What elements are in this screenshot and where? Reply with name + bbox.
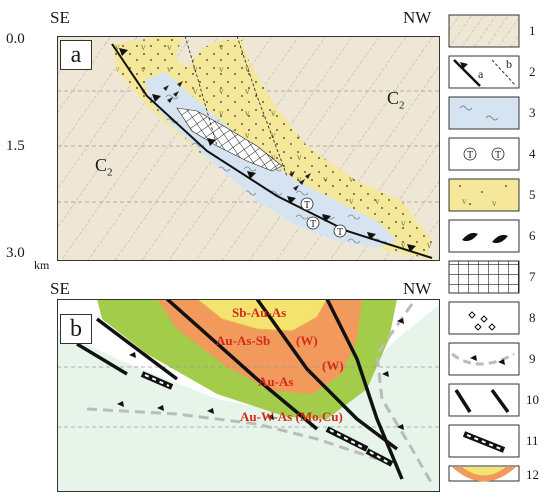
legend-swatches: a b T T v v — [448, 14, 520, 482]
legend-4-t2: T — [495, 150, 501, 161]
legend-swatch-2: a b — [448, 55, 520, 89]
legend-number-5: 5 — [529, 187, 536, 202]
legend-number-9: 9 — [529, 351, 536, 366]
panel-b-dir-right: NW — [403, 279, 432, 298]
panel-b-label: b — [60, 314, 92, 344]
svg-text:T: T — [337, 227, 343, 238]
svg-text:T: T — [304, 200, 310, 211]
panel-a-dir-right: NW — [403, 8, 432, 27]
legend-swatch-5: v v — [448, 178, 520, 212]
zone-label-w-1: (W) — [296, 333, 318, 348]
panel-a-frame — [57, 36, 440, 261]
unit-left-label: C2 — [95, 155, 113, 179]
zone-label-sb-au-as: Sb-Au-As — [232, 305, 287, 320]
panel-a-label: a — [60, 40, 92, 70]
grid-ore-body — [176, 107, 283, 172]
legend-2-b: b — [506, 57, 512, 71]
legend-swatch-8 — [448, 301, 520, 335]
panel-a-diagram: v T — [57, 36, 440, 261]
svg-text:v: v — [462, 196, 467, 206]
legend-number-3: 3 — [529, 105, 536, 120]
axis-tick-0: 0.0 — [6, 31, 25, 47]
legend-swatch-3 — [448, 96, 520, 130]
legend-number-12: 12 — [526, 467, 539, 482]
legend-number-11: 11 — [526, 433, 539, 448]
legend-swatch-12 — [448, 465, 520, 482]
blue-unit-body — [145, 72, 397, 248]
panel-a-dir-left: SE — [50, 8, 70, 27]
legend-2-a: a — [478, 67, 484, 81]
legend-number-7: 7 — [529, 269, 536, 284]
svg-text:T: T — [310, 219, 316, 230]
axis-unit: km — [34, 258, 50, 272]
zone-label-w-2: (W) — [322, 358, 344, 373]
yellow-core — [197, 299, 327, 331]
axis-tick-2: 3.0 — [6, 245, 25, 261]
zone-label-au-as-sb: Au-As-Sb — [216, 333, 271, 348]
legend-swatch-1 — [448, 14, 520, 48]
unit-right-label: C2 — [387, 88, 405, 112]
orange-zone — [157, 299, 362, 394]
svg-text:v: v — [492, 198, 497, 208]
thrust-fault-line — [111, 43, 433, 259]
legend-number-2: 2 — [529, 64, 536, 79]
t-symbols: T T T — [300, 197, 347, 238]
legend-number-8: 8 — [529, 310, 536, 325]
mint-zone — [57, 304, 440, 492]
legend-swatch-7 — [448, 260, 520, 294]
legend-number-1: 1 — [529, 23, 536, 38]
legend-swatch-4: T T — [448, 137, 520, 171]
legend-number-4: 4 — [529, 146, 536, 161]
legend-number-10: 10 — [526, 392, 539, 407]
zone-label-au-w-as: Au-W-As (Mo,Cu) — [240, 409, 343, 424]
unit-left-sub: 2 — [107, 166, 113, 179]
zone-label-au-as: Au-As — [258, 374, 294, 389]
legend-number-6: 6 — [529, 228, 536, 243]
axis-tick-1: 1.5 — [6, 138, 25, 154]
unit-right-sub: 2 — [399, 99, 405, 112]
panel-b-dir-left: SE — [50, 279, 70, 298]
unit-left-c: C — [95, 155, 108, 175]
legend-4-t1: T — [467, 150, 473, 161]
panel-b-diagram — [57, 299, 440, 492]
legend-swatch-6 — [448, 219, 520, 253]
legend-swatch-10 — [448, 383, 520, 417]
legend-swatch-11 — [448, 424, 520, 458]
legend-swatch-9 — [448, 342, 520, 376]
panel-b-frame — [57, 299, 440, 492]
unit-right-c: C — [387, 88, 400, 108]
